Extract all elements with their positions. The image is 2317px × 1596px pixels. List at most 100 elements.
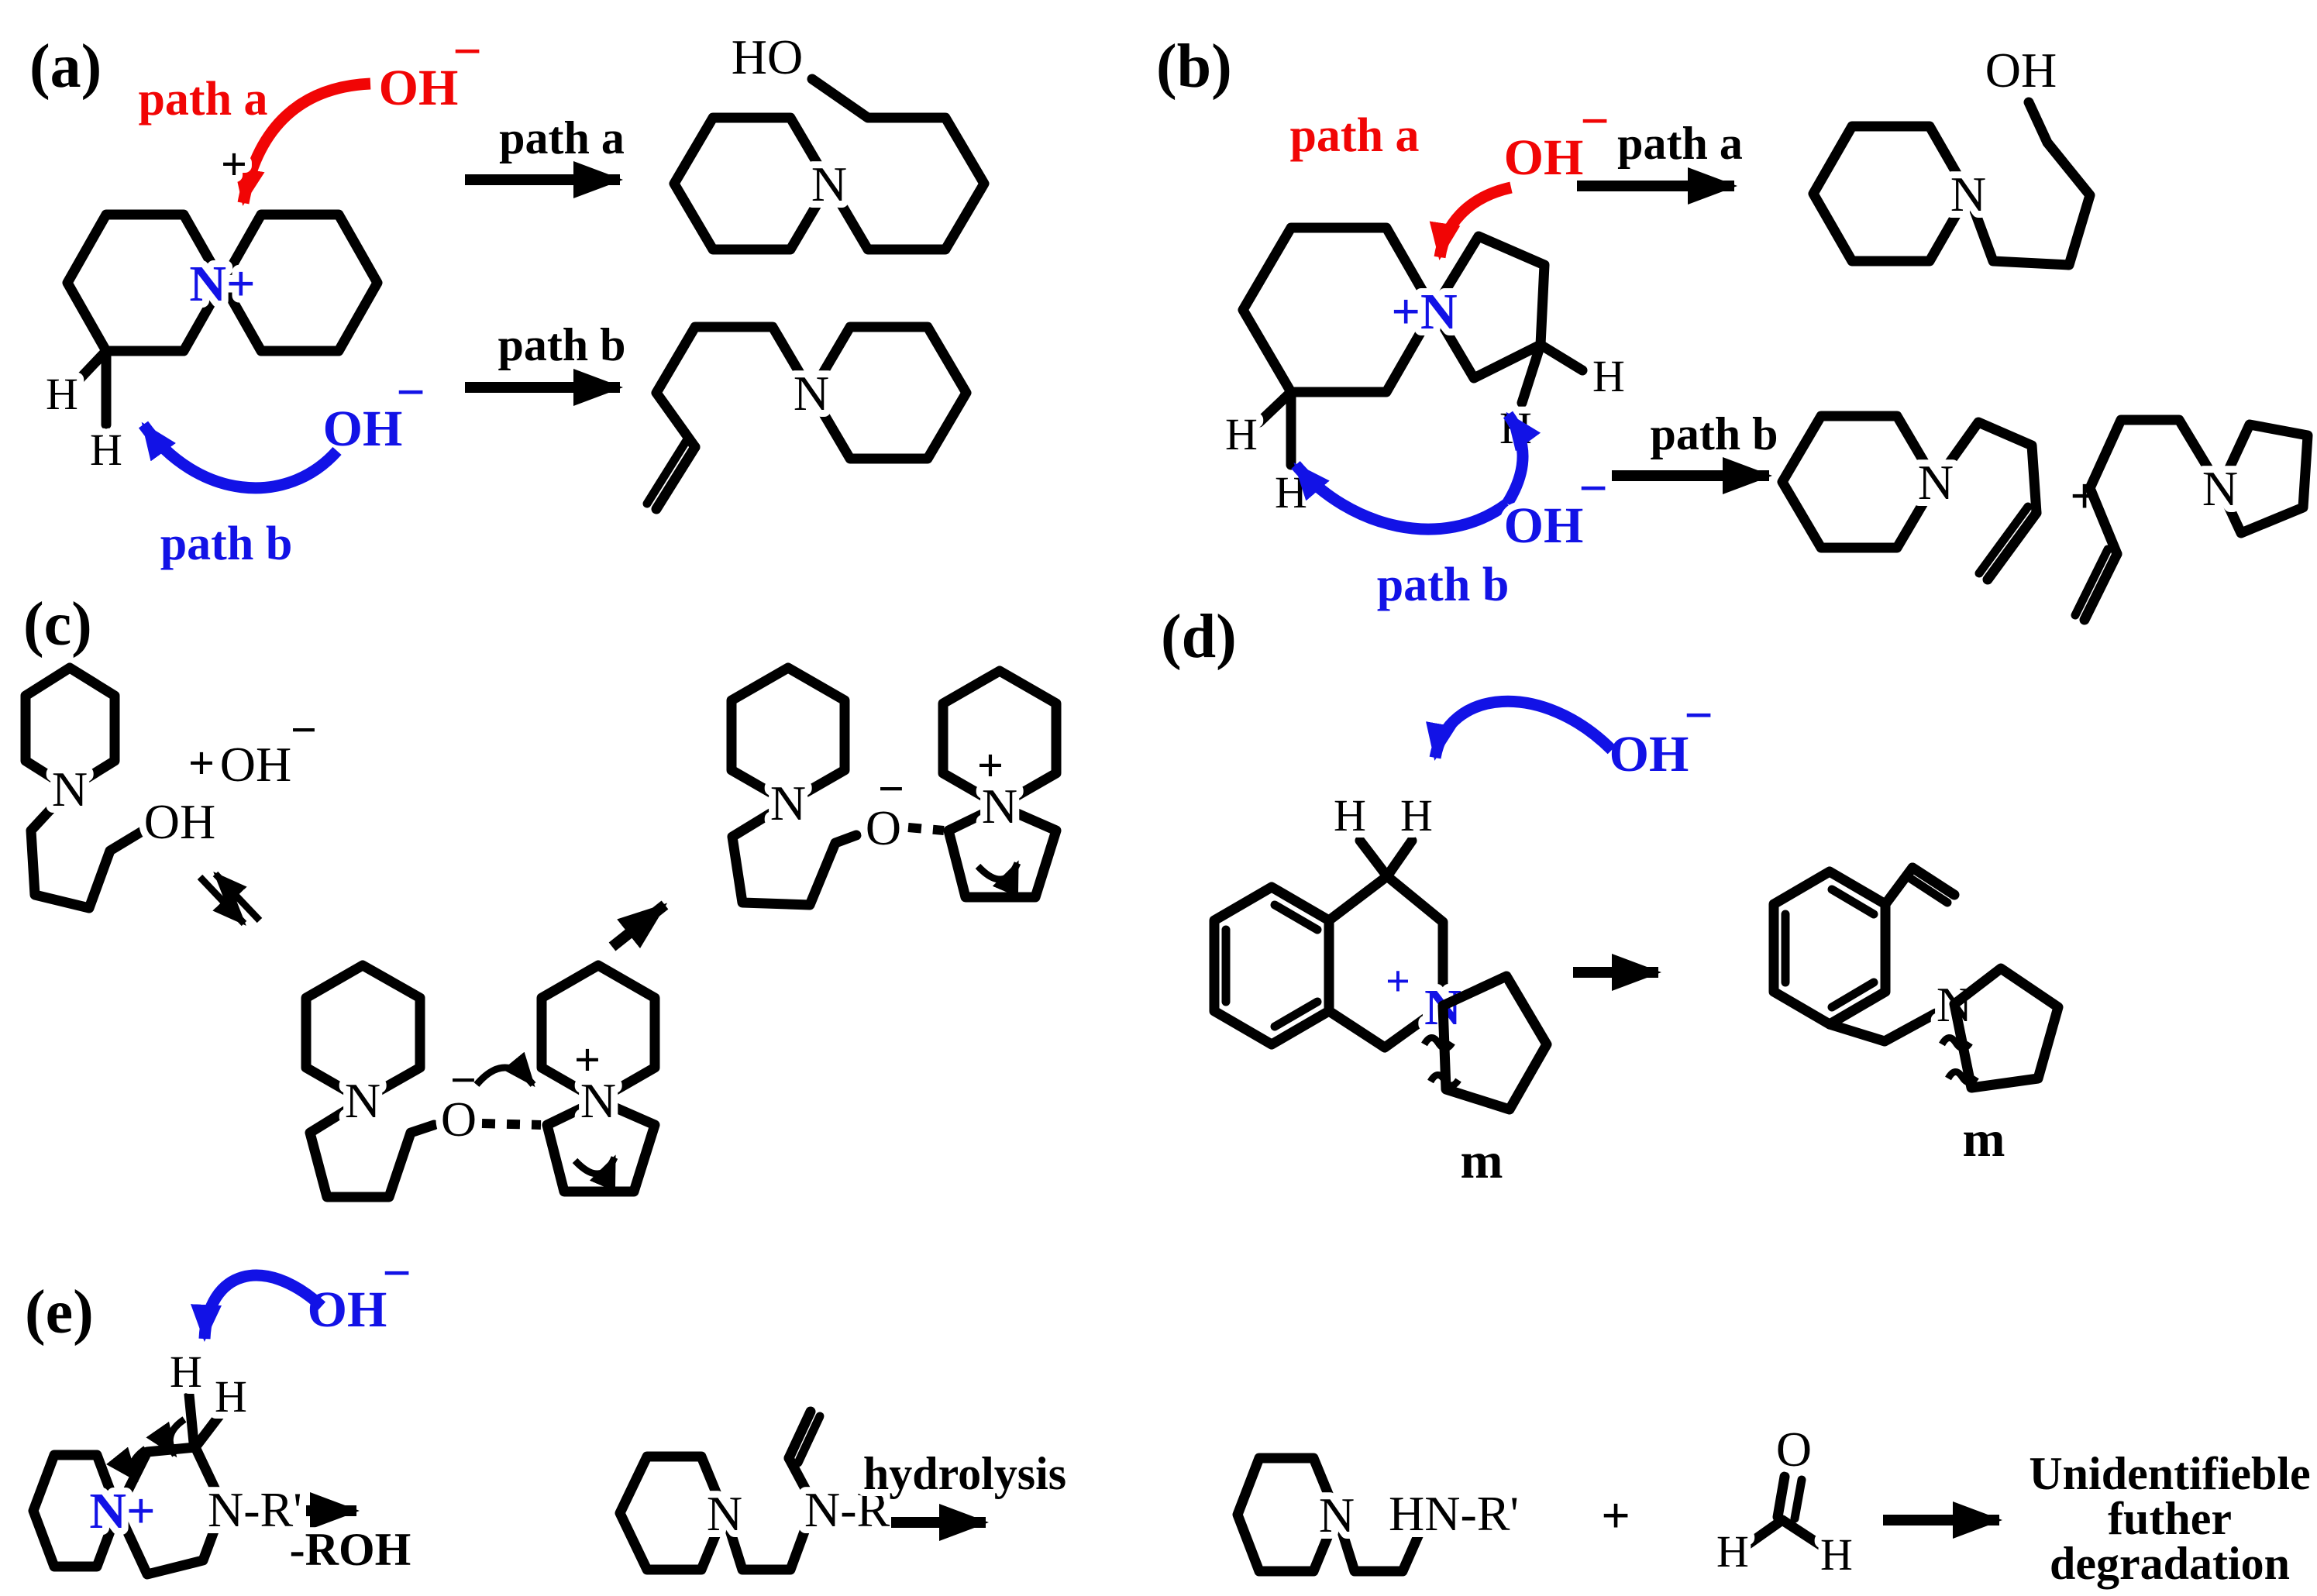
h-atom: H — [46, 369, 78, 419]
n-atom: N — [52, 762, 88, 817]
hydroxide-red-label: OH — [379, 60, 459, 116]
path-a-red-label: path a — [1289, 109, 1419, 162]
n-atom: N — [345, 1073, 380, 1128]
reaction-arrow-path-a: path a — [1577, 111, 1750, 205]
ring-plus-charge: + — [1386, 958, 1410, 1006]
n-atom: N — [2202, 461, 2238, 516]
hydroxide-blue-minus: − — [1684, 687, 1713, 744]
forward-arrow — [608, 900, 669, 951]
hydroxide-blue-label: OH — [323, 401, 403, 457]
hydroxide-blue-minus: − — [1579, 460, 1608, 517]
oh-group: OH — [144, 794, 215, 849]
blue-curved-arrow — [191, 1269, 326, 1342]
n-atom: N — [1319, 1488, 1355, 1543]
molecule-spiro-bipiperidinium: H H N+ — [39, 209, 383, 482]
polymer-break-squiggle — [1939, 1034, 1973, 1052]
h-atom: H — [215, 1371, 247, 1422]
path-a-arrow-label: path a — [1617, 118, 1743, 169]
h-atom: H — [1334, 790, 1366, 841]
final-text-line2: futher — [2108, 1493, 2232, 1544]
n-atom: N — [580, 1073, 616, 1128]
panel-e: (e) OH − H H N+ N-R' -ROH N N-R' — [18, 1238, 2317, 1596]
hydroxide-red-minus: − — [453, 23, 482, 80]
molecule-butenyl-piperidine: N — [1777, 411, 2042, 585]
n-plus-atom: N+ — [89, 1483, 155, 1539]
blue-curved-arrow-path-b-up — [1502, 411, 1541, 507]
molecule-spiro-piperidinium-pyrrolidinium: H H H H +N — [1218, 222, 1632, 525]
h-atom: H — [1400, 790, 1433, 841]
repeat-unit-m: m — [1963, 1111, 2005, 1168]
reaction-arrow-path-b: path b — [1612, 401, 1785, 494]
n-atom: N — [1950, 167, 1986, 222]
final-text-line1: Unidentifieble — [2029, 1448, 2310, 1499]
alkoxide-minus: − — [878, 763, 904, 814]
path-b-blue-label: path b — [1377, 559, 1510, 611]
hydroxide-blue-minus: − — [382, 1245, 411, 1302]
n-atom: N — [794, 366, 829, 421]
path-a-red-label: path a — [138, 73, 267, 126]
h-atom: H — [1225, 409, 1258, 459]
n-atom: N — [811, 157, 847, 212]
n-atom: N — [707, 1486, 742, 1541]
molecule-vinylamine-intermediate: N N-R' — [615, 1406, 906, 1575]
reaction-arrow-roh: -ROH — [283, 1492, 418, 1582]
n-atom: N — [770, 776, 806, 831]
panel-c-label: (c) — [23, 590, 92, 659]
partial-bond-dashes — [481, 1119, 542, 1130]
blue-curved-arrow — [1426, 695, 1616, 761]
molecule-hydroxypentyl-piperidine: HO N — [669, 22, 990, 255]
red-curved-arrow-path-a — [234, 77, 371, 206]
hn-r-group: HN-R' — [1389, 1486, 1519, 1541]
plus-n-atom: +N — [1391, 284, 1457, 340]
mech-arrow-o-attack — [473, 1051, 536, 1088]
n-r-group: N-R' — [804, 1482, 899, 1537]
alkoxide-o: O — [866, 800, 901, 855]
hydroxide-blue-label: OH — [1610, 726, 1689, 783]
red-curved-arrow-path-a — [1429, 181, 1513, 260]
panel-b: (b) path a OH − H H H H +N OH − path b p… — [1149, 26, 2313, 625]
panel-b-label: (b) — [1156, 33, 1232, 101]
molecule-aminoethyl-piperidine: N HN-R' — [1232, 1453, 1526, 1577]
panel-d: (d) OH − H H + N m — [1154, 596, 2064, 1196]
molecule-formaldehyde: H H O — [1709, 1415, 1860, 1587]
final-text-line3: degradation — [2050, 1538, 2290, 1589]
hydroxide-label: OH — [220, 737, 291, 792]
n-r-group: N-R' — [208, 1482, 302, 1537]
blue-curved-arrow-path-b — [138, 421, 342, 494]
alkoxide-minus: − — [450, 1054, 477, 1106]
h-atom: H — [170, 1347, 202, 1397]
polymer-break-squiggle — [1427, 1071, 1461, 1089]
reaction-arrow-hydrolysis: hydrolysis — [856, 1441, 1073, 1541]
blue-curved-arrow-path-b-left — [1291, 461, 1511, 535]
partial-bond-dashes — [907, 823, 945, 835]
ho-group: HO — [732, 29, 803, 84]
alkoxide-o: O — [441, 1092, 477, 1147]
mech-arrow-h-shift — [146, 1416, 187, 1458]
hydroxide-blue-minus: − — [396, 364, 425, 421]
panel-d-label: (d) — [1161, 603, 1237, 671]
molecule-vinylbenzyl-pyrrolidine-polymer: N m — [1768, 862, 2064, 1175]
path-a-arrow-label: path a — [499, 112, 625, 163]
equilibrium-arrows — [197, 871, 263, 927]
hydroxide-minus: − — [291, 704, 317, 755]
plus-sign: + — [1601, 1488, 1630, 1544]
h-atom: H — [90, 425, 122, 475]
panel-e-label: (e) — [25, 1278, 94, 1347]
molecule-alkoxide-attacking-spiro-cation: N O − + N — [301, 960, 660, 1202]
polymer-break-squiggle — [1945, 1068, 1979, 1086]
path-b-blue-label: path b — [160, 518, 293, 570]
reaction-arrow-path-b: path b — [465, 312, 633, 406]
hydroxide-blue-label: OH — [308, 1281, 387, 1338]
hydroxide-red-minus: − — [1580, 93, 1610, 150]
molecule-spiro-piperidinium-piperazinium: H H N+ N-R' — [28, 1340, 309, 1580]
n-plus-atom: N+ — [189, 256, 255, 312]
mech-arrow-ring-open — [975, 860, 1021, 897]
panel-c: (c) N OH + OH − N O − + N — [16, 583, 1062, 1202]
hydroxide-red-label: OH — [1504, 129, 1584, 186]
minus-roh-label: -ROH — [290, 1524, 411, 1575]
plus-sign: + — [188, 738, 215, 789]
polymer-break-squiggle — [1421, 1034, 1455, 1052]
oh-group: OH — [1985, 43, 2057, 98]
